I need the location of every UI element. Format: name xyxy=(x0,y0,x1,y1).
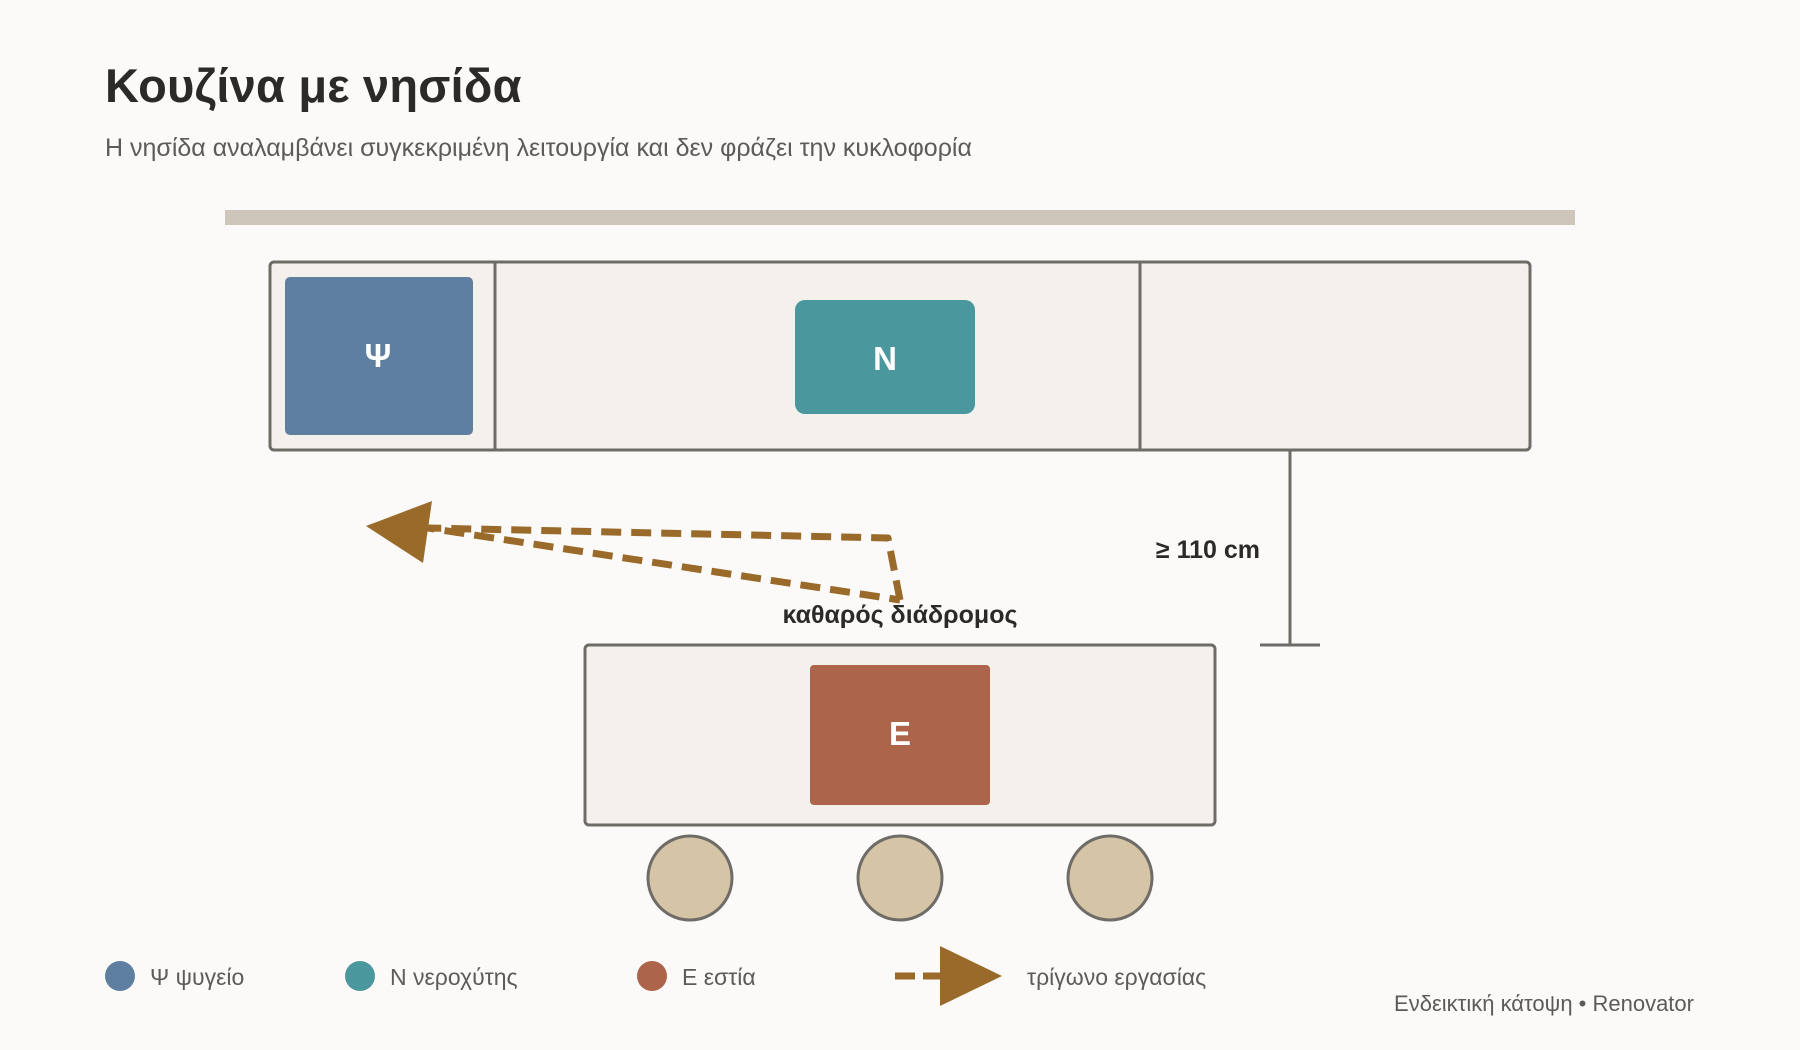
stove xyxy=(810,665,990,805)
legend-fridge-swatch xyxy=(105,961,135,991)
legend-triangle-arrowhead xyxy=(940,946,1002,1006)
clearance-label: ≥ 110 cm xyxy=(1156,536,1260,564)
stool-2 xyxy=(856,834,944,922)
back-wall xyxy=(225,210,1575,225)
work-triangle-path xyxy=(424,524,904,604)
stove-label: Ε xyxy=(889,715,911,752)
page-title: Κουζίνα με νησίδα xyxy=(105,59,522,112)
work-triangle-arrowhead xyxy=(366,501,432,563)
legend-stove-label: Ε εστία xyxy=(682,964,756,990)
legend-sink-label: Ν νεροχύτης xyxy=(390,964,518,990)
legend: Ψ ψυγείο Ν νεροχύτης Ε εστία τρίγωνο εργ… xyxy=(105,946,1206,1006)
legend-sink-swatch xyxy=(345,961,375,991)
legend-fridge-label: Ψ ψυγείο xyxy=(150,964,244,990)
fridge-label: Ψ xyxy=(365,337,392,374)
legend-triangle-label: τρίγωνο εργασίας xyxy=(1027,964,1206,990)
fridge xyxy=(285,277,473,435)
stool-3 xyxy=(1066,834,1154,922)
page-subtitle: Η νησίδα αναλαμβάνει συγκεκριμένη λειτου… xyxy=(105,134,972,162)
aisle-label: καθαρός διάδρομος xyxy=(783,601,1018,629)
sink-label: Ν xyxy=(873,340,897,377)
footer-credit: Ενδεικτική κάτοψη • Renovator xyxy=(1394,991,1694,1016)
legend-stove-swatch xyxy=(637,961,667,991)
sink xyxy=(795,300,975,414)
stool-1 xyxy=(646,834,734,922)
